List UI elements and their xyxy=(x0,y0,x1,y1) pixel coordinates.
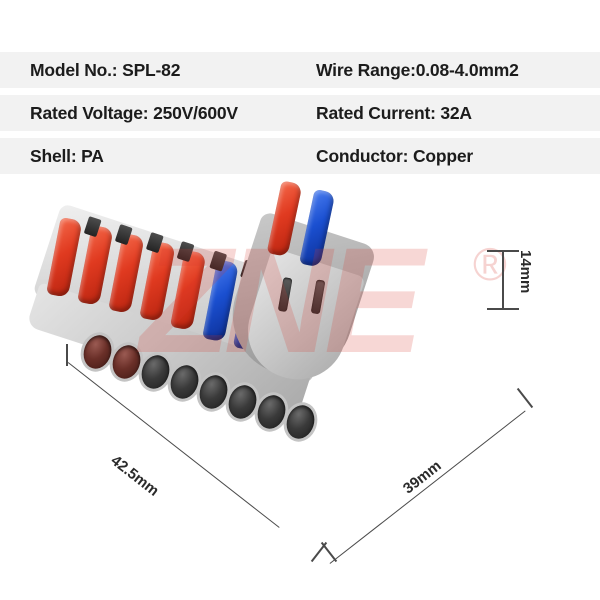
connector-right-branch xyxy=(191,180,429,456)
spec-rated-current: Rated Current: 32A xyxy=(316,102,472,123)
spec-conductor: Conductor: Copper xyxy=(316,145,473,166)
spec-row: Model No.: SPL-82 Wire Range:0.08-4.0mm2 xyxy=(0,52,600,88)
dimension-tick xyxy=(66,344,68,366)
spec-shell: Shell: PA xyxy=(30,145,104,166)
product-image xyxy=(0,180,600,600)
spec-wire-range: Wire Range:0.08-4.0mm2 xyxy=(316,59,519,80)
spec-row: Shell: PA Conductor: Copper xyxy=(0,138,600,174)
dimension-line xyxy=(502,250,504,310)
dimension-cap-bottom xyxy=(487,308,519,310)
spec-rated-voltage: Rated Voltage: 250V/600V xyxy=(30,102,238,123)
specification-table: Model No.: SPL-82 Wire Range:0.08-4.0mm2… xyxy=(0,52,600,181)
spec-model-no: Model No.: SPL-82 xyxy=(30,59,181,80)
dimension-label-height: 14mm xyxy=(517,250,534,294)
spec-row: Rated Voltage: 250V/600V Rated Current: … xyxy=(0,95,600,131)
